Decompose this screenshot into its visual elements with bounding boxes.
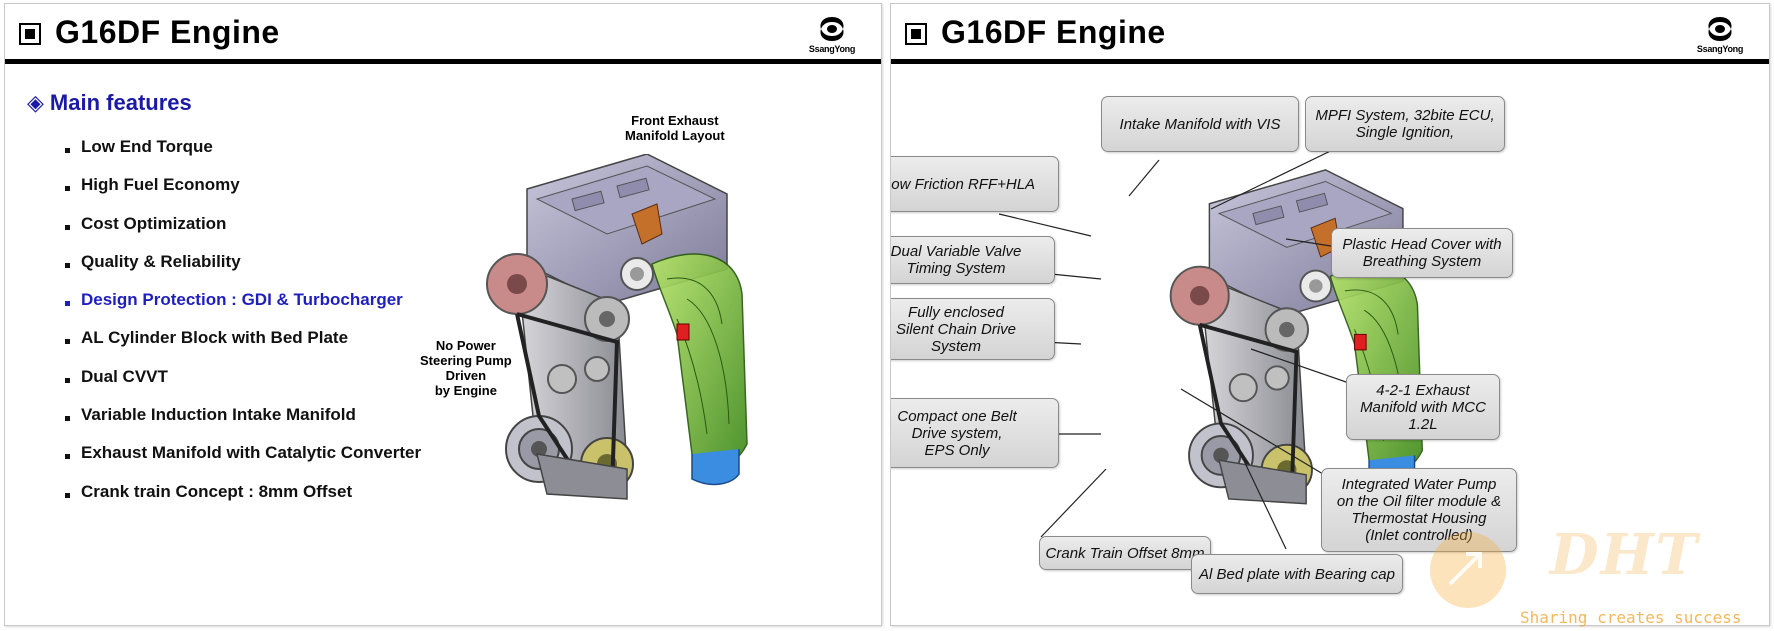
title-divider (5, 59, 881, 64)
caption-line: No Power (435, 338, 496, 353)
section-title: Main features (49, 90, 192, 115)
feature-text: Dual CVVT (81, 366, 168, 386)
square-bullet-icon (65, 416, 70, 422)
ssangyong-emblem-icon (1708, 17, 1732, 41)
callout-line: Intake Manifold with VIS (1119, 115, 1281, 133)
callout-low-friction: Low Friction RFF+HLA (890, 156, 1059, 212)
feature-text: Exhaust Manifold with Catalytic Converte… (81, 443, 422, 463)
callout-line: EPS Only (924, 441, 990, 459)
callout-line: Low Friction RFF+HLA (890, 175, 1036, 193)
callout-line: Timing System (906, 260, 1006, 277)
square-bullet-icon (65, 454, 70, 460)
engine-illustration (486, 154, 748, 500)
callout-line: Drive system, (911, 424, 1003, 442)
callout-line: 4-2-1 Exhaust (1376, 381, 1470, 399)
callout-line: MPFI System, 32bite ECU, (1315, 107, 1495, 124)
feature-text: Crank train Concept : 8mm Offset (81, 481, 353, 501)
callout-line: (Inlet controlled) (1365, 527, 1473, 544)
callout-line: Dual Variable Valve (890, 243, 1022, 260)
callout-line: Manifold with MCC (1360, 398, 1486, 416)
slide-header: G16DF Engine SsangYong (891, 4, 1769, 64)
callout-line: Breathing System (1362, 253, 1482, 270)
callout-line: Plastic Head Cover with (1342, 236, 1502, 253)
callout-bed-plate: Al Bed plate with Bearing cap (1191, 554, 1403, 594)
section-heading: ◈Main features (27, 90, 192, 116)
title-divider (891, 59, 1769, 64)
ssangyong-logo: SsangYong (797, 14, 867, 58)
caption-line: Driven (445, 368, 487, 383)
callout-line: Single Ignition, (1355, 124, 1455, 141)
feature-text: Low End Torque (81, 137, 213, 156)
square-bullet-icon (65, 492, 70, 498)
feature-text: AL Cylinder Block with Bed Plate (81, 328, 349, 348)
callout-line: 1.2L (1408, 415, 1438, 433)
callout-line: Crank Train Offset 8mm (1045, 544, 1205, 562)
feature-text: Variable Induction Intake Manifold (81, 405, 356, 425)
square-bullet-icon (65, 148, 70, 153)
watermark-emblem-icon (1430, 532, 1506, 608)
square-bullet-icon (65, 262, 70, 268)
callout-line: Fully enclosed (908, 303, 1004, 321)
feature-text: Quality & Reliability (81, 251, 241, 271)
callout-line: on the Oil filter module & (1336, 493, 1502, 510)
slide-title: G16DF Engine (941, 14, 1166, 50)
callout-line: Thermostat Housing (1351, 510, 1487, 527)
callout-intake-manifold: Intake Manifold with VIS (1101, 96, 1299, 152)
slide-engine-components: G16DF Engine SsangYong (890, 3, 1770, 626)
square-bullet-icon (65, 339, 70, 345)
ssangyong-emblem-icon (820, 17, 844, 41)
callout-line: Silent Chain Drive (895, 320, 1017, 338)
title-square-icon (905, 23, 927, 45)
watermark-brand: DHT (1550, 522, 1700, 588)
logo-wordmark: SsangYong (808, 44, 856, 54)
square-bullet-icon (65, 377, 70, 383)
callout-crank-offset: Crank Train Offset 8mm (1039, 536, 1211, 570)
callout-line: System (930, 337, 981, 355)
square-bullet-icon (65, 301, 70, 307)
slide-title: G16DF Engine (55, 14, 280, 50)
caption-line: by Engine (434, 383, 497, 398)
ssangyong-logo: SsangYong (1685, 14, 1755, 58)
callout-line: Compact one Belt (897, 407, 1017, 425)
caption-line: Manifold Layout (625, 128, 725, 143)
dht-watermark: DHT Sharing creates success (1420, 520, 1760, 631)
diamond-bullet-icon: ◈ (27, 90, 44, 115)
title-square-icon (19, 23, 41, 45)
watermark-slogan: Sharing creates success (1520, 608, 1742, 627)
slide-main-features: G16DF Engine SsangYong ◈Main features Lo… (4, 3, 882, 626)
feature-text: Cost Optimization (81, 213, 227, 233)
square-bullet-icon (65, 186, 70, 192)
feature-text: High Fuel Economy (81, 175, 240, 195)
caption-line: Front Exhaust (631, 113, 719, 128)
logo-wordmark: SsangYong (1696, 44, 1744, 54)
callout-line: Integrated Water Pump (1341, 476, 1497, 493)
feature-text: Design Protection : GDI & Turbocharger (81, 290, 403, 310)
callout-line: Al Bed plate with Bearing cap (1199, 565, 1395, 583)
caption-line: Steering Pump (420, 353, 512, 368)
callout-mpfi-system: MPFI System, 32bite ECU,Single Ignition, (1305, 96, 1505, 152)
slide-header: G16DF Engine SsangYong (5, 4, 881, 64)
square-bullet-icon (65, 224, 70, 230)
